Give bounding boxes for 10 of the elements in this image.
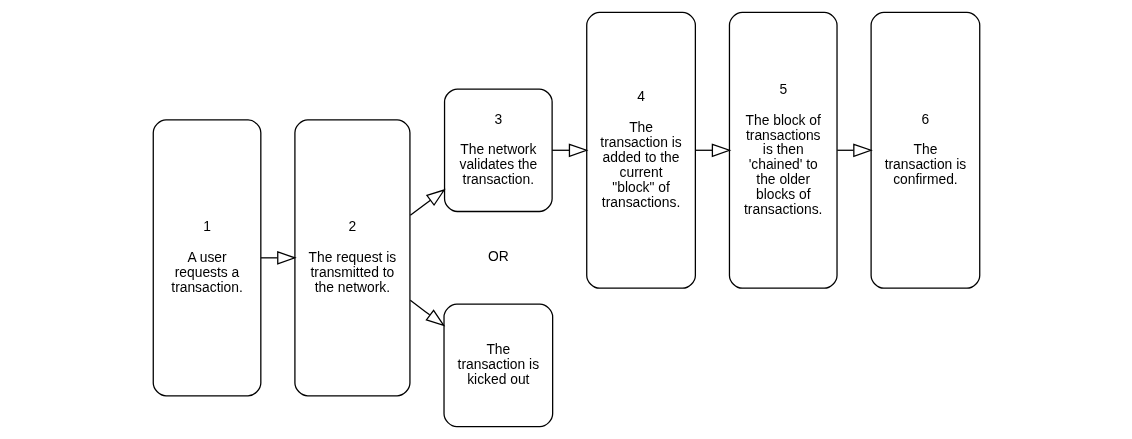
node-box: The transaction is kicked out xyxy=(442,303,553,428)
node-box: 3 The network validates the transaction. xyxy=(443,88,553,213)
arrow xyxy=(409,299,445,327)
node-box: 4 The transaction is added to the current "block" of transactions. xyxy=(585,11,696,289)
node-box: 1 A user requests a transaction. xyxy=(152,119,261,397)
node-box: 5 The block of transactions is then 'chained' to the older blocks of transactions. xyxy=(728,11,838,289)
arrow xyxy=(409,188,446,216)
node-box: 6 The transaction is confirmed. xyxy=(869,11,980,289)
label: OR xyxy=(487,248,509,265)
node-box: 2 The request is transmitted to the network. xyxy=(293,119,411,397)
